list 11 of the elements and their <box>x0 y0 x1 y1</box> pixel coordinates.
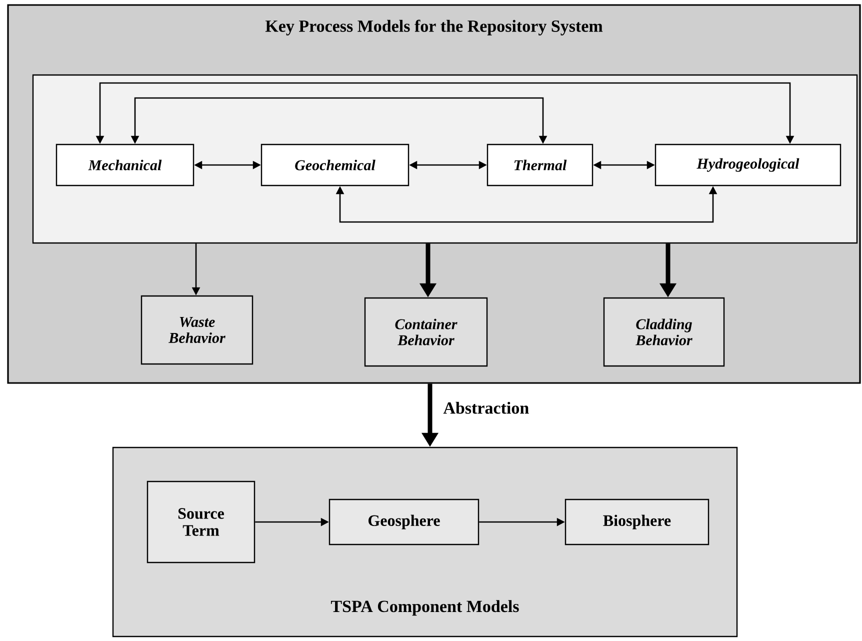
process-box: Geochemical <box>260 144 410 186</box>
process-box: Geosphere <box>328 498 480 546</box>
process-box: Thermal <box>486 144 594 186</box>
edge-label: Abstraction <box>442 400 530 415</box>
process-box: Mechanical <box>56 144 194 186</box>
process-box: Biosphere <box>564 498 710 546</box>
process-box: Hydrogeological <box>654 144 842 186</box>
process-box: Cladding Behavior <box>603 297 725 367</box>
process-box: Container Behavior <box>364 297 488 367</box>
process-box: Waste Behavior <box>140 295 254 365</box>
process-box: Source Term <box>146 480 256 564</box>
